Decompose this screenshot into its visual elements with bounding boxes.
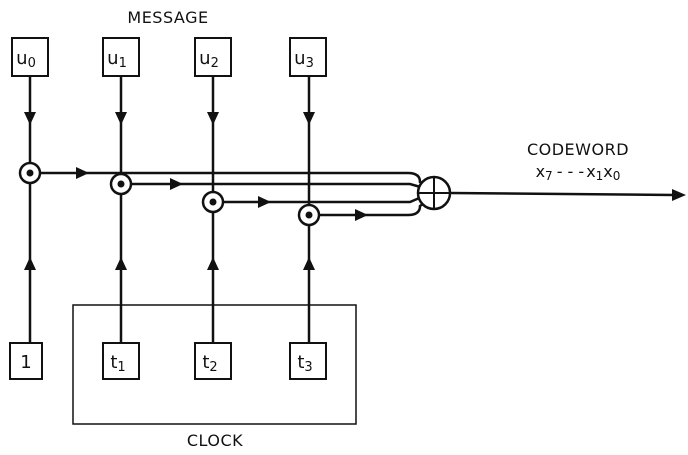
svg-text:t2: t2 <box>202 352 217 375</box>
svg-text:u0: u0 <box>16 48 36 71</box>
message-wires <box>24 76 315 205</box>
clock-wires <box>24 183 315 343</box>
summer-node <box>416 175 452 211</box>
multiplier-node-0 <box>18 161 42 185</box>
svg-text:u3: u3 <box>294 48 314 71</box>
svg-text:t3: t3 <box>297 352 312 375</box>
message-box-u1: u1 <box>102 37 140 77</box>
svg-text:u2: u2 <box>199 48 219 71</box>
svg-text:1: 1 <box>20 352 31 373</box>
clock-box-1: 1 <box>9 342 43 380</box>
clock-group-frame <box>72 304 357 425</box>
multiplier-node-2 <box>201 190 225 214</box>
svg-text:t1: t1 <box>110 352 125 375</box>
clock-box-t2: t2 <box>194 342 232 380</box>
codeword-symbols: x7- - -x1x0 <box>536 162 621 183</box>
clock-box-t1: t1 <box>102 342 140 380</box>
multiplier-node-1 <box>109 172 133 196</box>
message-box-u2: u2 <box>194 37 232 77</box>
output-wire <box>449 189 686 201</box>
clock-label: CLOCK <box>187 431 243 450</box>
svg-text:u1: u1 <box>107 48 127 71</box>
message-box-u3: u3 <box>289 37 327 77</box>
product-wires <box>40 167 428 221</box>
multiplier-node-3 <box>297 203 321 227</box>
clock-box-t3: t3 <box>289 342 327 380</box>
message-box-u0: u0 <box>11 37 49 77</box>
codeword-label: CODEWORD <box>527 140 629 159</box>
message-label: MESSAGE <box>127 8 208 27</box>
